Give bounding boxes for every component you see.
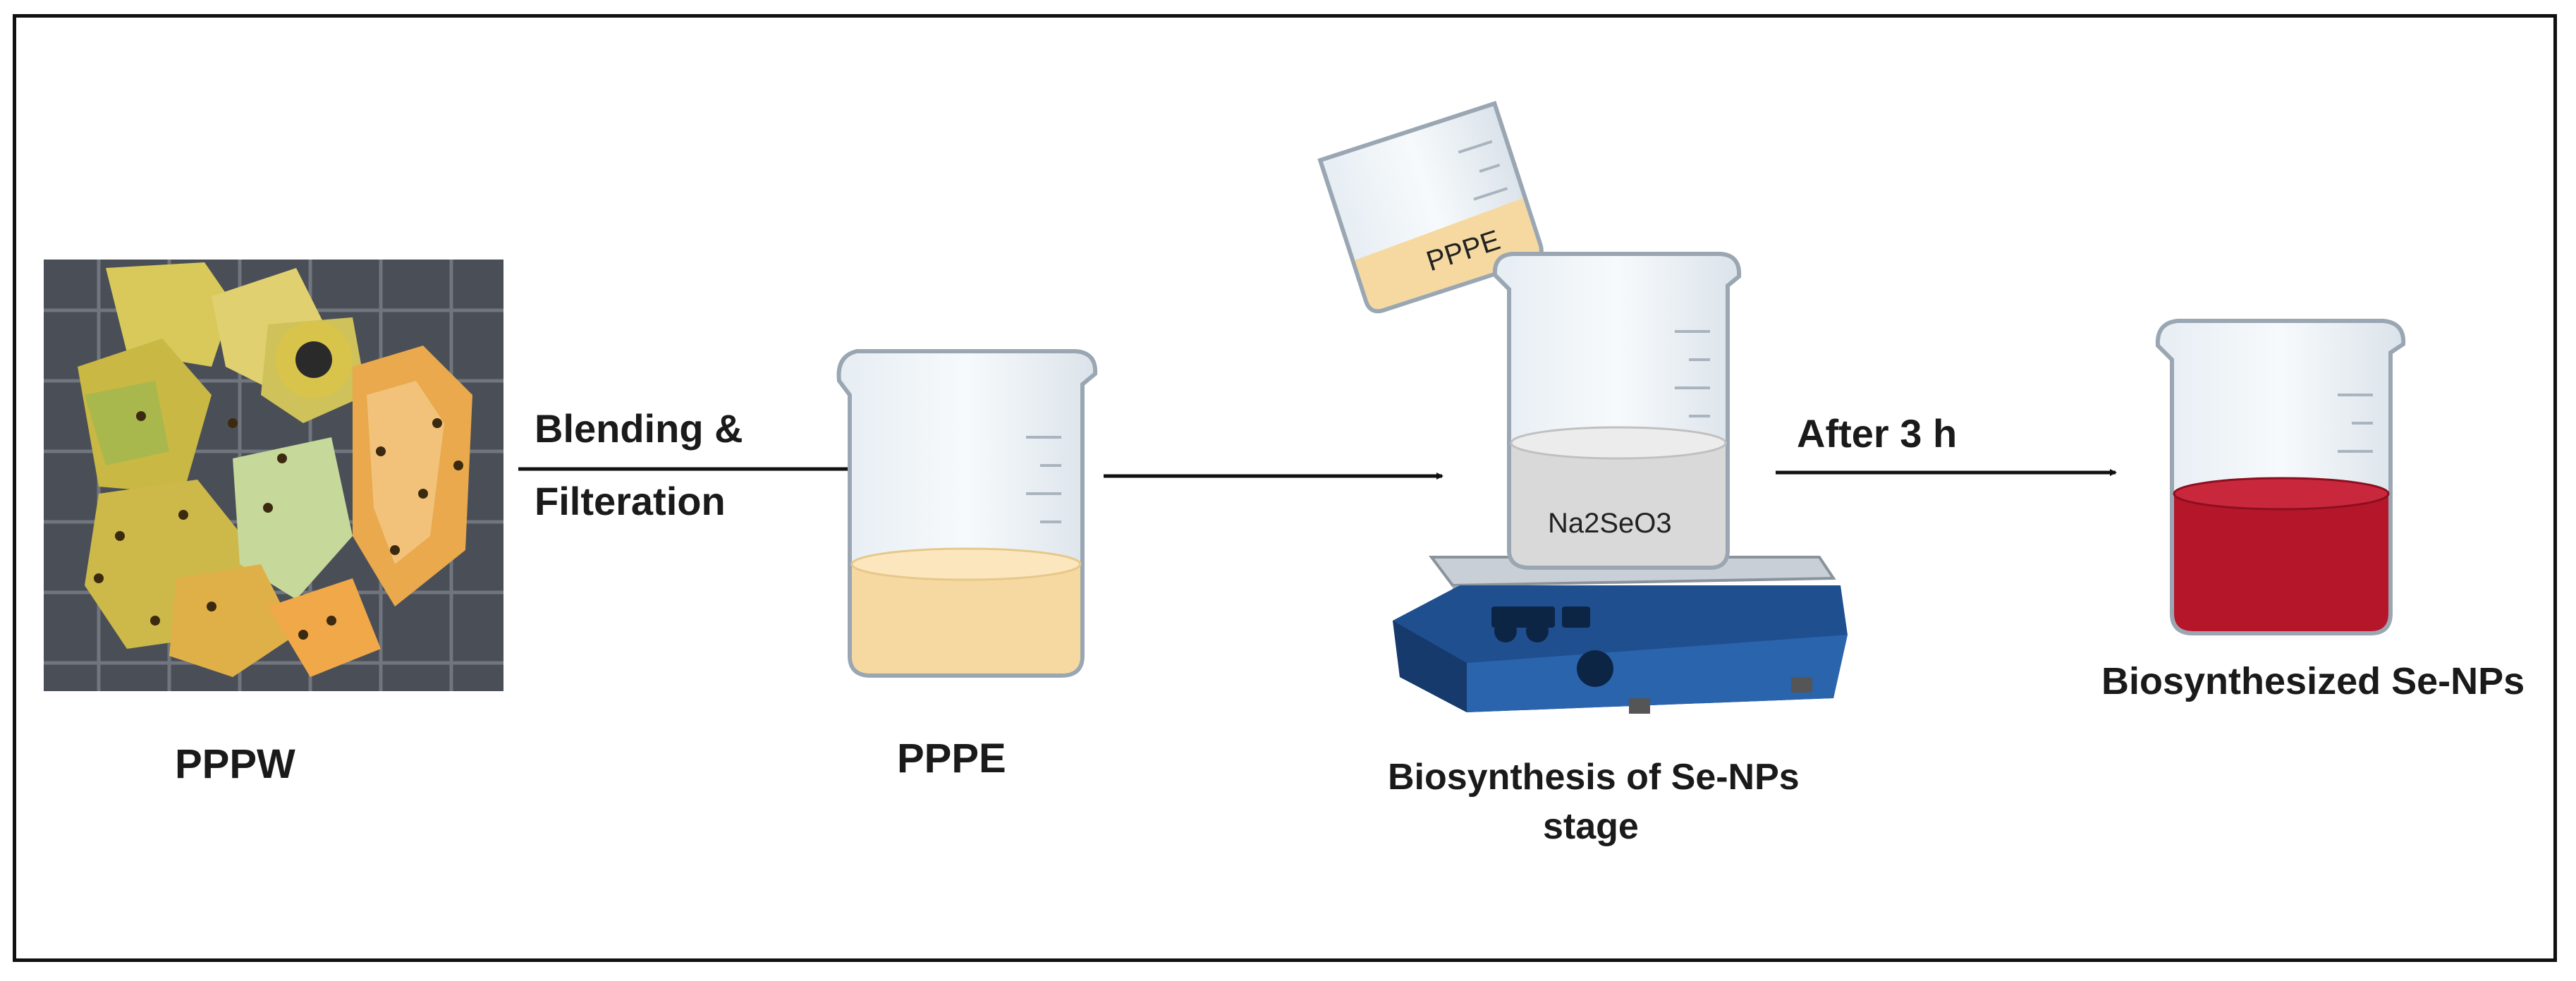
stage-label-line1: Biosynthesis of Se-NPs: [1388, 757, 1800, 798]
stage-label-line2: stage: [1543, 806, 1639, 847]
pppe-beaker: [836, 349, 1098, 678]
pppw-label: PPPW: [175, 741, 295, 787]
arrow-label-line2: Filteration: [535, 479, 726, 523]
result-label: Biosynthesized Se-NPs: [2101, 660, 2525, 702]
pouring-pppe-beaker: PPPE: [1317, 101, 1544, 314]
peel-waste-photo: [44, 260, 503, 691]
stirrer-beaker-label: Na2SeO3: [1548, 508, 1672, 539]
se-nps-beaker: [2155, 319, 2406, 635]
after-3h-label: After 3 h: [1797, 411, 1958, 456]
hotplate-stirrer: [1393, 556, 1848, 714]
selenite-beaker: Na2SeO3: [1492, 252, 1742, 570]
arrow-label-line1: Blending &: [535, 406, 743, 451]
pppe-label: PPPE: [897, 736, 1006, 781]
